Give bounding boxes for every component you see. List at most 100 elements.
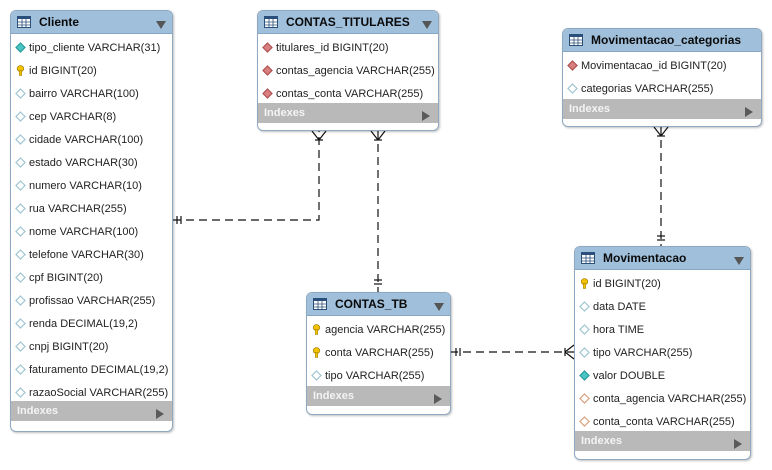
column-row[interactable]: valor DOUBLE	[575, 364, 750, 387]
column-row[interactable]: categorias VARCHAR(255)	[563, 77, 761, 100]
column-row[interactable]: hora TIME	[575, 318, 750, 341]
nullable-diamond-icon	[566, 83, 578, 95]
column-row[interactable]: tipo VARCHAR(255)	[307, 364, 450, 387]
column-row[interactable]: contas_agencia VARCHAR(255)	[258, 59, 438, 82]
column-row[interactable]: cpf BIGINT(20)	[11, 266, 172, 289]
expand-arrow-icon[interactable]	[434, 391, 442, 409]
column-row[interactable]: id BIGINT(20)	[575, 272, 750, 295]
table-header[interactable]: Cliente	[11, 11, 172, 34]
table-cliente[interactable]: Cliente tipo_cliente VARCHAR(31)id BIGIN…	[10, 10, 173, 432]
primary-key-icon	[310, 347, 322, 359]
relationship-cliente-contas-titulares[interactable]	[173, 130, 327, 224]
nullable-diamond-icon	[578, 347, 590, 359]
collapse-arrow-icon[interactable]	[434, 299, 444, 317]
column-list: tipo_cliente VARCHAR(31)id BIGINT(20) bai…	[11, 34, 172, 404]
column-row[interactable]: renda DECIMAL(19,2)	[11, 312, 172, 335]
column-row[interactable]: numero VARCHAR(10)	[11, 174, 172, 197]
column-row[interactable]: titulares_id BIGINT(20)	[258, 36, 438, 59]
column-row[interactable]: razaoSocial VARCHAR(255)	[11, 381, 172, 404]
column-label: contas_conta VARCHAR(255)	[276, 87, 424, 100]
column-diamond-icon	[14, 42, 26, 54]
foreign-key-icon	[261, 65, 273, 77]
primary-key-icon	[310, 324, 322, 336]
nullable-diamond-icon	[14, 341, 26, 353]
table-header[interactable]: CONTAS_TB	[307, 293, 450, 316]
column-row[interactable]: rua VARCHAR(255)	[11, 197, 172, 220]
primary-key-icon	[578, 278, 590, 290]
relationship-contas-tb-movimentacao[interactable]	[450, 344, 575, 360]
nullable-diamond-icon	[14, 88, 26, 100]
column-label: faturamento DECIMAL(19,2)	[29, 363, 169, 376]
table-name: CONTAS_TB	[335, 297, 408, 311]
column-row[interactable]: cep VARCHAR(8)	[11, 105, 172, 128]
collapse-arrow-icon[interactable]	[422, 17, 432, 35]
column-row[interactable]: faturamento DECIMAL(19,2)	[11, 358, 172, 381]
nullable-diamond-icon	[14, 387, 26, 399]
table-header[interactable]: Movimentacao	[575, 247, 750, 270]
column-row[interactable]: agencia VARCHAR(255)	[307, 318, 450, 341]
column-row[interactable]: conta VARCHAR(255)	[307, 341, 450, 364]
indexes-bar[interactable]: Indexes	[11, 401, 172, 421]
table-name: CONTAS_TITULARES	[286, 15, 410, 29]
nullable-diamond-icon	[14, 249, 26, 261]
column-row[interactable]: id BIGINT(20)	[11, 59, 172, 82]
column-row[interactable]: profissao VARCHAR(255)	[11, 289, 172, 312]
column-label: id BIGINT(20)	[593, 277, 661, 290]
table-icon	[17, 16, 31, 28]
table-header[interactable]: CONTAS_TITULARES	[258, 11, 438, 34]
indexes-label: Indexes	[313, 390, 354, 402]
column-row[interactable]: tipo VARCHAR(255)	[575, 341, 750, 364]
table-icon	[569, 34, 583, 46]
expand-arrow-icon[interactable]	[422, 108, 430, 126]
table-icon	[313, 298, 327, 310]
collapse-arrow-icon[interactable]	[156, 17, 166, 35]
nullable-fk-diamond-icon	[578, 393, 590, 405]
table-contas-tb[interactable]: CONTAS_TB agencia VARCHAR(255)conta VARC…	[306, 292, 451, 415]
indexes-bar[interactable]: Indexes	[563, 99, 761, 119]
expand-arrow-icon[interactable]	[734, 436, 742, 454]
expand-arrow-icon[interactable]	[745, 104, 753, 122]
table-name: Movimentacao_categorias	[591, 33, 742, 47]
column-row[interactable]: nome VARCHAR(100)	[11, 220, 172, 243]
column-label: profissao VARCHAR(255)	[29, 294, 156, 307]
column-label: telefone VARCHAR(30)	[29, 248, 144, 261]
column-label: cnpj BIGINT(20)	[29, 340, 109, 353]
column-row[interactable]: cnpj BIGINT(20)	[11, 335, 172, 358]
collapse-arrow-icon[interactable]	[734, 253, 744, 271]
column-row[interactable]: data DATE	[575, 295, 750, 318]
column-row[interactable]: tipo_cliente VARCHAR(31)	[11, 36, 172, 59]
nullable-diamond-icon	[14, 203, 26, 215]
indexes-bar[interactable]: Indexes	[258, 103, 438, 123]
column-label: renda DECIMAL(19,2)	[29, 317, 138, 330]
indexes-label: Indexes	[569, 103, 610, 115]
indexes-bar[interactable]: Indexes	[575, 431, 750, 451]
column-row[interactable]: conta_conta VARCHAR(255)	[575, 410, 750, 433]
primary-key-icon	[14, 65, 26, 77]
column-label: numero VARCHAR(10)	[29, 179, 142, 192]
foreign-key-icon	[566, 60, 578, 72]
column-row[interactable]: contas_conta VARCHAR(255)	[258, 82, 438, 105]
table-movimentacao[interactable]: Movimentacao id BIGINT(20) data DATE hora …	[574, 246, 751, 460]
column-list: Movimentacao_id BIGINT(20)categorias VAR…	[563, 52, 761, 100]
column-row[interactable]: bairro VARCHAR(100)	[11, 82, 172, 105]
column-row[interactable]: Movimentacao_id BIGINT(20)	[563, 54, 761, 77]
table-header[interactable]: Movimentacao_categorias	[563, 29, 761, 52]
table-contas-titulares[interactable]: CONTAS_TITULARES titulares_id BIGINT(20)…	[257, 10, 439, 131]
column-row[interactable]: telefone VARCHAR(30)	[11, 243, 172, 266]
column-row[interactable]: estado VARCHAR(30)	[11, 151, 172, 174]
column-row[interactable]: conta_agencia VARCHAR(255)	[575, 387, 750, 410]
nullable-diamond-icon	[310, 370, 322, 382]
relationship-contas-tb-contas-titulares[interactable]	[370, 130, 386, 292]
column-row[interactable]: cidade VARCHAR(100)	[11, 128, 172, 151]
relationship-movimentacao-movimentacao-categorias[interactable]	[653, 126, 669, 246]
column-label: bairro VARCHAR(100)	[29, 87, 139, 100]
expand-arrow-icon[interactable]	[156, 406, 164, 424]
column-label: data DATE	[593, 300, 646, 313]
table-movimentacao-categorias[interactable]: Movimentacao_categorias Movimentacao_id …	[562, 28, 762, 127]
indexes-bar[interactable]: Indexes	[307, 386, 450, 406]
table-icon	[264, 16, 278, 28]
column-label: estado VARCHAR(30)	[29, 156, 138, 169]
indexes-label: Indexes	[17, 405, 58, 417]
column-label: valor DOUBLE	[593, 369, 666, 382]
